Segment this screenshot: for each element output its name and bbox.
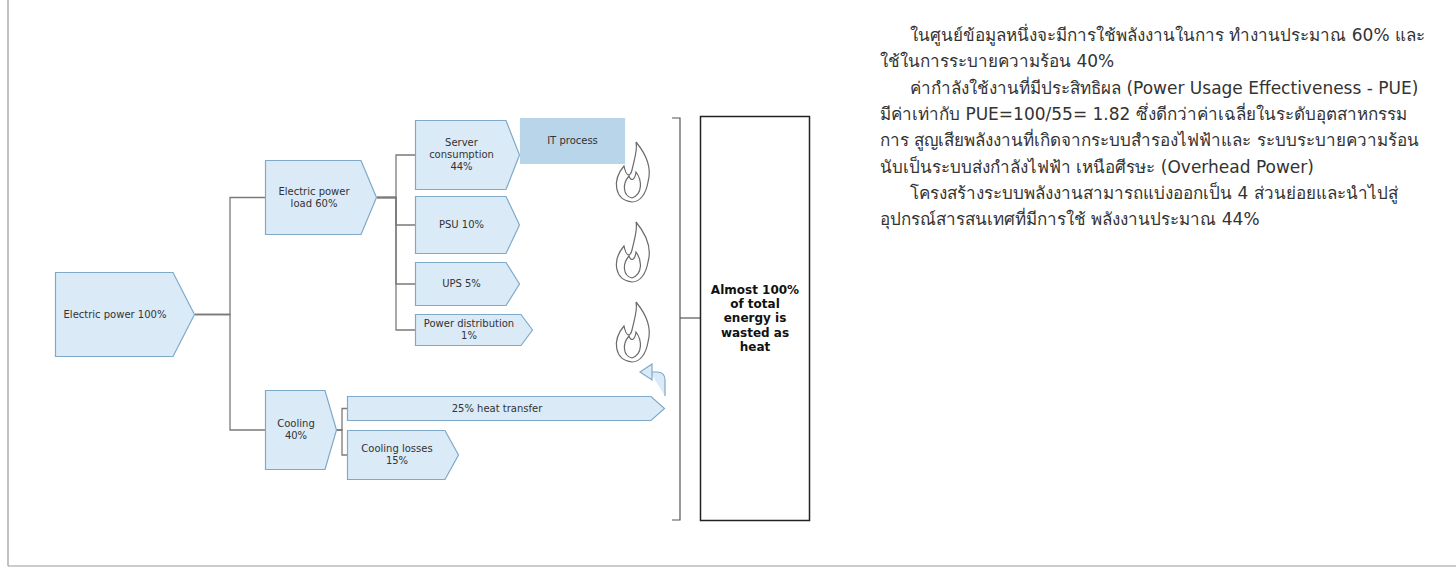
tree-connector [377,198,415,331]
node-text: Electric power load 60% [271,186,357,210]
node-text: IT process [547,135,598,147]
heat-hook-head [640,364,652,380]
node-text: Electric power 100% [64,309,167,321]
branch-box: Electric power load 60% [265,160,377,235]
node-shape [348,397,665,421]
node-text: Cooling 40% [271,418,321,442]
node-text: Power distribution 1% [421,318,517,342]
tree-connector [337,430,347,455]
tree-connector [337,409,347,431]
node-text: PSU 10% [439,219,484,231]
node-shape [416,197,520,254]
node-shape [266,391,337,470]
note-paragraph: ค่ากำลังใช้งานที่มีประสิทธิผล (Power Usa… [880,75,1430,180]
source-box: Electric power 100% [55,272,195,357]
transfer-bar: 25% heat transfer [347,396,665,421]
node-text: 25% heat transfer [452,403,543,415]
tree-connector [377,155,415,198]
process-box: UPS 5% [415,262,520,306]
node-shape [416,121,520,190]
node-shape [348,431,459,480]
note-paragraph: โครงสร้างระบบพลังงานสามารถแบ่งออกเป็น 4 … [880,180,1430,233]
node-text: Server consumption 44% [421,137,502,173]
note-paragraph: ในศูนย์ข้อมูลหนึ่งจะมีการใช้พลังงานในการ… [880,22,1430,75]
process-box: Cooling losses 15% [347,430,459,480]
bracket [672,118,700,520]
process-box: Server consumption 44% [415,120,520,190]
summary-box: Almost 100% of total energy is wasted as… [700,116,810,521]
node-shape [521,119,625,164]
node-text: Cooling losses 15% [353,443,441,467]
flame-icons [616,142,649,362]
process-box: PSU 10% [415,196,520,254]
node-shape [416,263,520,306]
node-text: Almost 100% of total energy is wasted as… [708,283,802,355]
node-shape [416,315,533,346]
process-box: Power distribution 1% [415,314,533,346]
flame-icon [616,222,649,282]
tree-connector [195,315,265,431]
node-shape [701,117,810,521]
branch-box: Cooling 40% [265,390,337,470]
notes: ในศูนย์ข้อมูลหนึ่งจะมีการใช้พลังงานในการ… [880,22,1430,233]
process-box: IT process [520,118,625,164]
frame [8,0,1456,566]
node-shape [56,273,195,357]
flame-icon [616,302,649,362]
tree-connector [195,198,265,315]
node-text: UPS 5% [442,278,481,290]
node-shape [266,161,377,235]
